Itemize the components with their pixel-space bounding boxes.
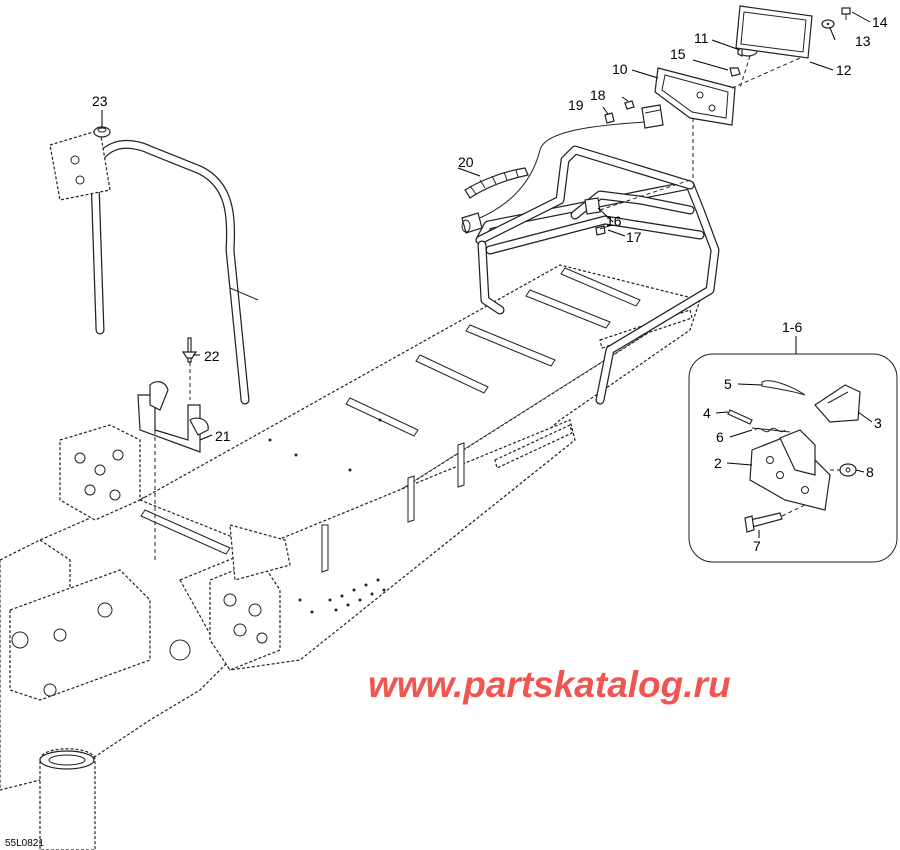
callout-17: 17 bbox=[626, 229, 642, 245]
connector-end bbox=[461, 212, 483, 234]
callout-10: 10 bbox=[612, 61, 628, 77]
pin-part-4 bbox=[727, 409, 753, 425]
callout-6: 6 bbox=[716, 429, 724, 445]
callout-19: 19 bbox=[568, 97, 584, 113]
tunnel-slots bbox=[140, 267, 641, 573]
callout-23: 23 bbox=[92, 93, 108, 109]
terminal-part-19 bbox=[604, 112, 615, 124]
bolt-part-7 bbox=[744, 504, 806, 533]
clip-part-5 bbox=[761, 380, 806, 396]
guide-line-taillight bbox=[599, 118, 694, 211]
clip-part-22 bbox=[181, 337, 198, 400]
grommet-part-23 bbox=[93, 126, 111, 138]
callout-labels: 23 22 21 20 19 18 10 15 11 12 13 14 16 1… bbox=[92, 14, 888, 554]
taillight-housing-10 bbox=[654, 67, 736, 126]
callout-12: 12 bbox=[836, 62, 852, 78]
screw-part-14 bbox=[841, 7, 851, 20]
callout-5: 5 bbox=[724, 376, 732, 392]
callout-2: 2 bbox=[714, 455, 722, 471]
callout-3: 3 bbox=[874, 415, 882, 431]
screw-part-17 bbox=[595, 224, 613, 236]
callout-14: 14 bbox=[872, 14, 888, 30]
callout-4: 4 bbox=[703, 405, 711, 421]
callout-11: 11 bbox=[694, 30, 709, 46]
callout-7: 7 bbox=[753, 538, 761, 554]
rack-bracket-16 bbox=[584, 197, 601, 215]
lens-part-12 bbox=[735, 5, 813, 59]
callout-18: 18 bbox=[590, 87, 606, 103]
plate-part-2 bbox=[749, 434, 831, 511]
rivet-dots bbox=[268, 418, 386, 614]
nut-part-15 bbox=[729, 67, 741, 77]
wire bbox=[474, 121, 646, 221]
callout-15: 15 bbox=[670, 46, 686, 62]
watermark-text: www.partskatalog.ru bbox=[368, 664, 731, 705]
callout-13: 13 bbox=[855, 33, 871, 49]
bracket-part-3 bbox=[814, 384, 861, 423]
callout-21: 21 bbox=[215, 428, 231, 444]
spring-part-6 bbox=[751, 427, 791, 433]
detail-inset bbox=[688, 353, 898, 563]
handlebar-loop bbox=[49, 129, 259, 405]
guide-line-lens bbox=[731, 55, 801, 89]
callout-20: 20 bbox=[458, 154, 474, 170]
nut-part-8 bbox=[839, 463, 857, 477]
plate-upright bbox=[779, 429, 816, 476]
figure-reference: 55L0821 bbox=[5, 838, 44, 849]
leader-lines bbox=[101, 11, 873, 538]
callout-16: 16 bbox=[606, 213, 622, 229]
callout-1-6: 1-6 bbox=[782, 319, 802, 335]
bracket-part-21 bbox=[137, 381, 209, 453]
chassis-frame bbox=[0, 264, 702, 850]
callout-22: 22 bbox=[204, 348, 220, 364]
harness-part-20 bbox=[464, 167, 529, 199]
callout-8: 8 bbox=[866, 464, 874, 480]
terminal-part-18 bbox=[624, 100, 635, 110]
washer-part-13 bbox=[821, 19, 835, 29]
frame-holes bbox=[11, 449, 268, 697]
connector-block bbox=[641, 104, 664, 129]
